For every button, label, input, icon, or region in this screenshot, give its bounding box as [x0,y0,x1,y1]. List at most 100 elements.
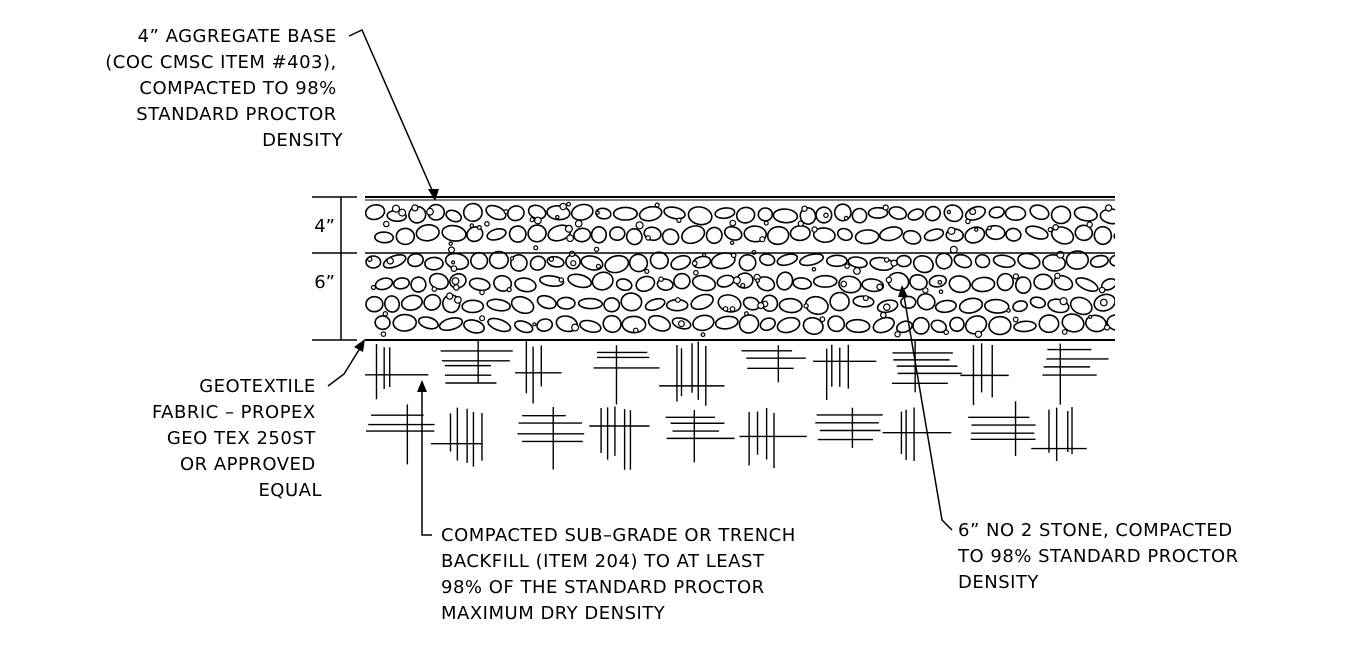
note-aggregate-base: 4” AGGREGATE BASE (COC CMSC ITEM #403), … [105,26,343,151]
pebble-mark [797,220,804,227]
stone-mark [1118,298,1138,313]
stone-mark [943,204,964,223]
stone-mark [485,204,507,221]
stone-mark [463,319,485,334]
stone-mark [546,255,565,268]
pebble-mark [693,269,699,276]
pebble-mark [382,311,388,317]
stone-mark [1109,253,1115,267]
pebble-mark [840,280,848,288]
stone-mark [488,250,510,270]
pebble-mark [593,246,600,253]
pebble-mark [431,286,438,292]
stone-mark [909,273,928,291]
stone-mark [1099,208,1115,225]
stone-mark [778,297,803,314]
stone-mark [573,227,592,243]
stone-mark [1004,205,1027,222]
dim-label-top: 4” [314,216,335,237]
pebble-mark [1061,329,1068,335]
stone-mark [1084,314,1107,333]
stone-mark [407,252,424,268]
stone-mark [1093,225,1113,246]
stone-mark [714,315,739,330]
pebble-mark [879,311,887,319]
pebble-mark [454,296,462,304]
stone-mark [958,297,984,314]
stone-mark [508,225,527,243]
stone-mark [681,225,706,245]
pebble-mark [452,284,460,291]
stone-mark [415,224,440,242]
stone-mark [953,253,973,269]
leader-lines [327,28,953,536]
stone-mark [1075,277,1099,293]
stone-mark [1042,254,1067,272]
stone-mark [851,207,868,224]
stone-mark [428,272,450,290]
pebble-mark [757,302,765,310]
stone-mark [789,224,811,242]
pebble-mark [843,215,849,221]
pebble-mark [947,226,956,235]
pebble-mark [1012,316,1019,323]
arrow-subgrade [417,380,427,392]
pebble-mark [862,295,869,302]
stone-mark [812,274,838,288]
pebble-mark [411,204,419,212]
stone-mark [603,297,621,313]
pebble-mark [635,221,644,230]
pebble-mark [801,205,808,212]
pebble-mark [740,282,746,289]
stone-mark [758,253,776,267]
stone-mark [612,206,639,221]
stone-mark [527,224,547,243]
stone-mark [383,295,401,313]
stone-mark [527,204,547,220]
stone-mark [1014,276,1032,294]
stone-mark [392,313,418,332]
leader-geotextile [327,344,363,387]
stone-mark [845,318,871,334]
pebble-mark [558,277,565,283]
stone-mark [556,296,576,310]
stone-mark [838,275,862,294]
stone-hatch [365,201,1138,338]
pebble-mark [937,279,943,285]
pebble-mark [755,278,760,284]
stone-mark [1065,250,1090,270]
stone-mark [466,226,484,243]
pebble-mark [811,266,817,272]
pebble-mark [370,284,376,291]
pebble-mark [469,223,475,228]
stone-mark [510,295,535,315]
stone-mark [1073,206,1098,222]
stone-mark [833,203,852,222]
pebble-mark [732,276,741,285]
stone-mark [912,316,930,335]
stone-mark [417,316,439,330]
stone-mark [1116,273,1138,295]
stone-mark [812,227,836,244]
stone-mark [625,227,643,246]
stone-mark [879,226,904,242]
pebble-mark [380,331,387,337]
pebble-mark [386,257,394,265]
stone-mark [988,315,1012,336]
leader-subgrade [421,385,432,536]
stone-mark [759,317,776,332]
stone-mark [792,277,813,290]
stone-mark [1069,296,1093,316]
stone-mark [776,316,801,334]
pebble-mark [965,218,971,225]
pebble-mark [1086,221,1093,228]
pebble-mark [506,287,512,293]
stone-mark [374,277,394,291]
stone-mark [579,319,602,334]
stone-mark [493,274,513,292]
stone-mark [628,253,649,273]
pebble-mark [676,217,682,223]
stone-mark [602,314,622,334]
stone-mark [869,256,895,272]
